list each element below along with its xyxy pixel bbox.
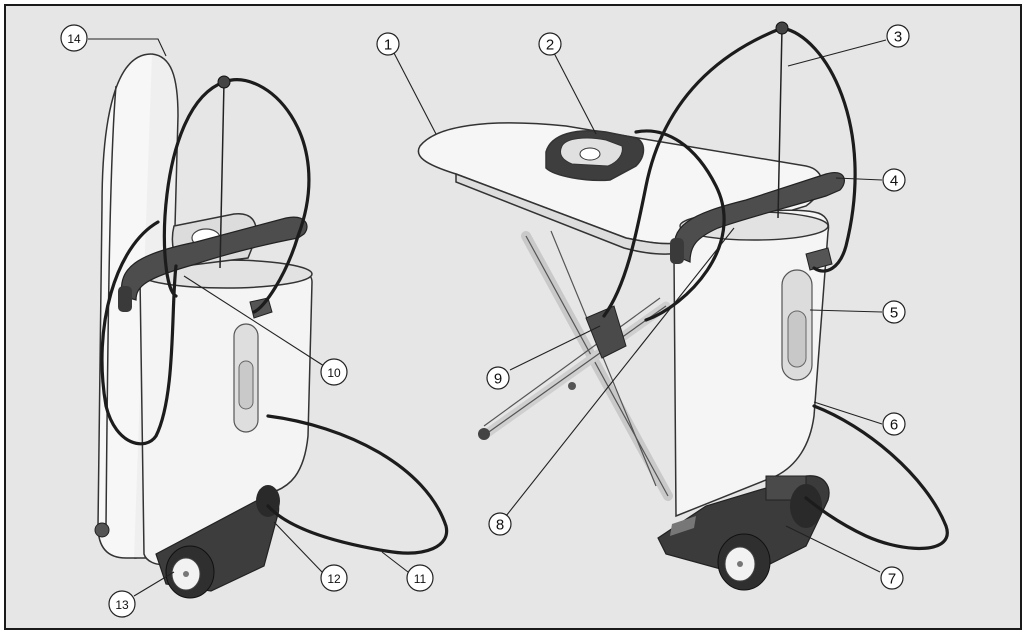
svg-text:9: 9 xyxy=(494,371,502,388)
callouts: 1 2 3 4 5 6 7 8 xyxy=(60,24,910,618)
carry-handle-right xyxy=(673,172,845,263)
svg-text:1: 1 xyxy=(384,37,392,54)
svg-text:2: 2 xyxy=(546,37,554,54)
callout-14: 14 xyxy=(60,24,88,52)
diagram-artwork: 1 2 3 4 5 6 7 8 xyxy=(60,21,949,618)
folded-ironing-system xyxy=(94,53,449,599)
deployed-ironing-system xyxy=(417,21,949,591)
callout-4: 4 xyxy=(882,168,906,192)
svg-text:11: 11 xyxy=(414,572,427,586)
svg-text:3: 3 xyxy=(894,29,902,46)
svg-text:5: 5 xyxy=(890,305,898,322)
svg-text:14: 14 xyxy=(67,32,81,46)
svg-text:10: 10 xyxy=(327,366,341,380)
svg-text:6: 6 xyxy=(890,417,898,434)
svg-text:7: 7 xyxy=(888,571,896,588)
callout-13: 13 xyxy=(108,590,136,618)
leg-bracket xyxy=(585,305,627,359)
callout-10: 10 xyxy=(320,358,348,386)
callout-7: 7 xyxy=(880,566,904,590)
svg-text:4: 4 xyxy=(890,173,898,190)
svg-text:12: 12 xyxy=(327,572,341,586)
callout-11: 11 xyxy=(406,564,434,592)
callout-12: 12 xyxy=(320,564,348,592)
svg-text:8: 8 xyxy=(496,517,504,534)
callout-1: 1 xyxy=(376,32,400,56)
callout-9: 9 xyxy=(486,366,510,390)
diagram-frame: 1 2 3 4 5 6 7 8 xyxy=(4,4,1022,630)
callout-5: 5 xyxy=(882,300,906,324)
callout-3: 3 xyxy=(886,24,910,48)
callout-8: 8 xyxy=(488,512,512,536)
svg-text:13: 13 xyxy=(115,598,129,612)
callout-6: 6 xyxy=(882,412,906,436)
leader-lines xyxy=(88,38,887,597)
callout-2: 2 xyxy=(538,32,562,56)
